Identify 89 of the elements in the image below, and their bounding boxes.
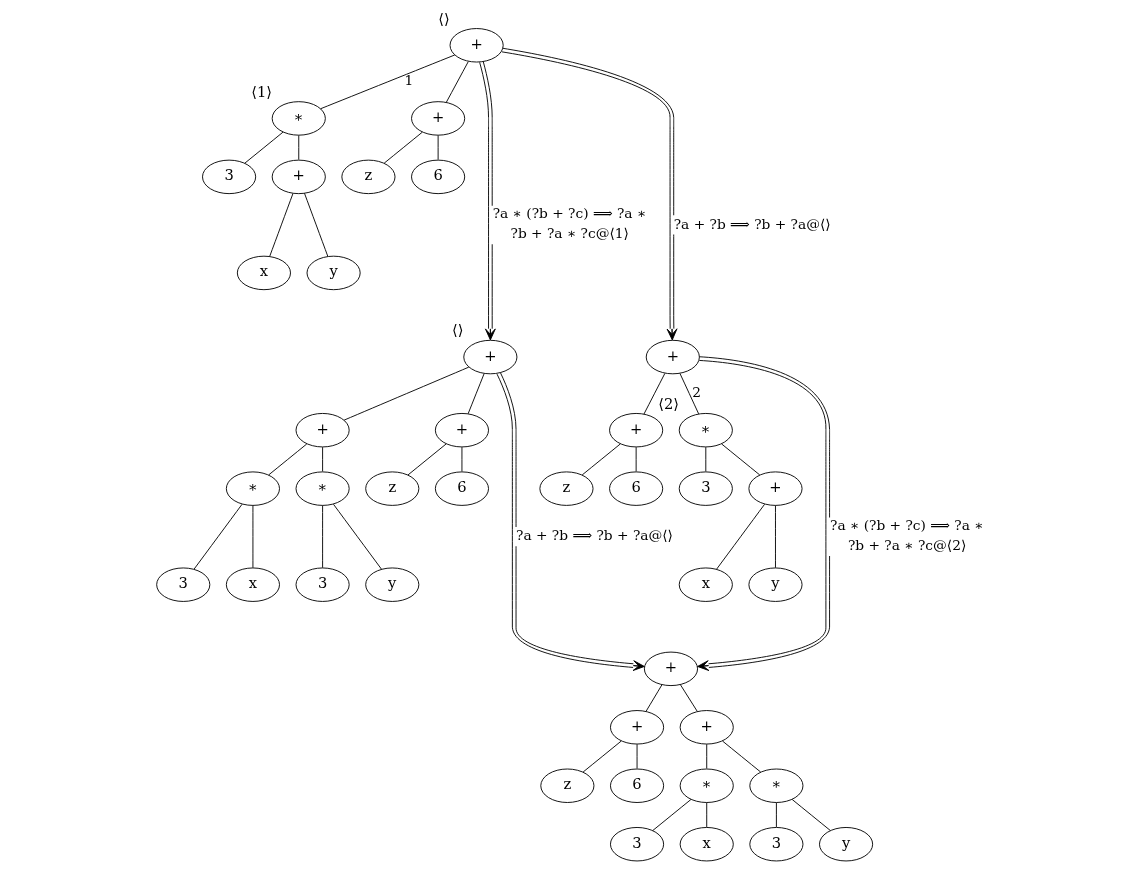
node-ellipse: y	[748, 567, 803, 602]
edge-label: ?a + ?b ⟹ ?b + ?a@⟨⟩	[673, 215, 831, 232]
node-ellipse: 6	[610, 768, 665, 803]
node-label: ⟨2⟩	[658, 394, 680, 412]
connector	[652, 799, 692, 831]
node-ellipse: 3	[610, 827, 665, 862]
node-ellipse: y	[365, 567, 420, 602]
node-ellipse: ∗	[271, 101, 326, 136]
connector	[643, 373, 666, 415]
node-ellipse: +	[449, 28, 504, 63]
connector	[445, 61, 469, 103]
connector	[252, 505, 254, 569]
node-ellipse: ∗	[678, 413, 733, 448]
node-ellipse: x	[236, 255, 291, 291]
connector	[298, 134, 300, 161]
connector	[320, 54, 456, 110]
node-ellipse: +	[295, 413, 350, 448]
node-label: ⟨1⟩	[251, 82, 273, 100]
node-ellipse: z	[540, 768, 595, 803]
node-ellipse: +	[411, 101, 466, 136]
node-ellipse: 3	[156, 567, 211, 602]
connector	[244, 131, 284, 164]
connector	[407, 443, 447, 476]
connector	[582, 740, 622, 773]
connector	[437, 134, 439, 161]
connector	[383, 131, 423, 164]
node-ellipse: ∗	[225, 471, 280, 506]
edge-label: ?a + ?b ⟹ ?b + ?a@⟨⟩	[516, 527, 673, 544]
connector	[775, 802, 777, 828]
connector	[322, 505, 324, 569]
connector	[636, 743, 638, 769]
connector	[467, 373, 485, 415]
edge-label: ?a ∗ (?b + ?c) ⟹ ?a ∗ ?b + ?a ∗ ?c@⟨2⟩	[830, 517, 984, 553]
node-ellipse: x	[225, 567, 280, 602]
connector	[705, 446, 707, 472]
connector	[268, 443, 308, 476]
node-ellipse: 6	[411, 159, 466, 195]
connector	[679, 373, 700, 415]
node-ellipse: +	[748, 471, 803, 506]
connector	[791, 799, 831, 831]
node-ellipse: +	[643, 651, 698, 687]
node-ellipse: x	[679, 827, 734, 862]
node-ellipse: y	[819, 827, 874, 862]
node-label: ⟨⟩	[452, 321, 464, 339]
node-ellipse: +	[645, 339, 700, 375]
node-ellipse: +	[463, 339, 518, 375]
connector	[716, 503, 766, 570]
connector	[721, 443, 761, 476]
connector	[679, 684, 698, 712]
node-label: ⟨⟩	[438, 9, 450, 27]
connector	[304, 192, 329, 257]
connector	[269, 192, 294, 257]
node-ellipse: 3	[202, 159, 257, 195]
node-ellipse: 6	[434, 471, 489, 506]
arrow	[697, 356, 831, 671]
connector	[343, 366, 470, 421]
connector	[635, 446, 637, 472]
node-ellipse: +	[609, 413, 664, 448]
connector	[461, 446, 463, 472]
node-ellipse: z	[539, 471, 594, 506]
arrow	[501, 47, 678, 341]
node-ellipse: 6	[609, 471, 664, 506]
node-ellipse: ∗	[749, 768, 804, 803]
node-ellipse: y	[306, 255, 361, 291]
node-ellipse: z	[341, 159, 396, 195]
edge-label: 2	[692, 383, 702, 400]
connector	[706, 802, 708, 828]
node-ellipse: +	[679, 710, 734, 745]
node-ellipse: ∗	[679, 768, 734, 803]
node-ellipse: 3	[295, 567, 350, 602]
connector	[645, 684, 663, 712]
connector	[581, 443, 621, 476]
connector	[775, 505, 776, 569]
edge-label: 1	[404, 72, 414, 89]
node-ellipse: +	[434, 413, 489, 448]
node-ellipse: ∗	[295, 471, 350, 506]
edge-label: ?a ∗ (?b + ?c) ⟹ ?a ∗ ?b + ?a ∗ ?c@⟨1⟩	[492, 205, 647, 241]
node-ellipse: +	[610, 710, 665, 745]
connector	[333, 503, 382, 570]
connector	[722, 740, 762, 773]
node-ellipse: x	[678, 567, 733, 602]
connector	[706, 743, 708, 769]
node-ellipse: z	[365, 471, 420, 506]
node-ellipse: 3	[749, 827, 804, 862]
arrow	[496, 372, 645, 671]
connector	[193, 503, 243, 570]
node-ellipse: +	[271, 159, 326, 195]
connector	[322, 446, 324, 472]
node-ellipse: 3	[678, 471, 733, 506]
